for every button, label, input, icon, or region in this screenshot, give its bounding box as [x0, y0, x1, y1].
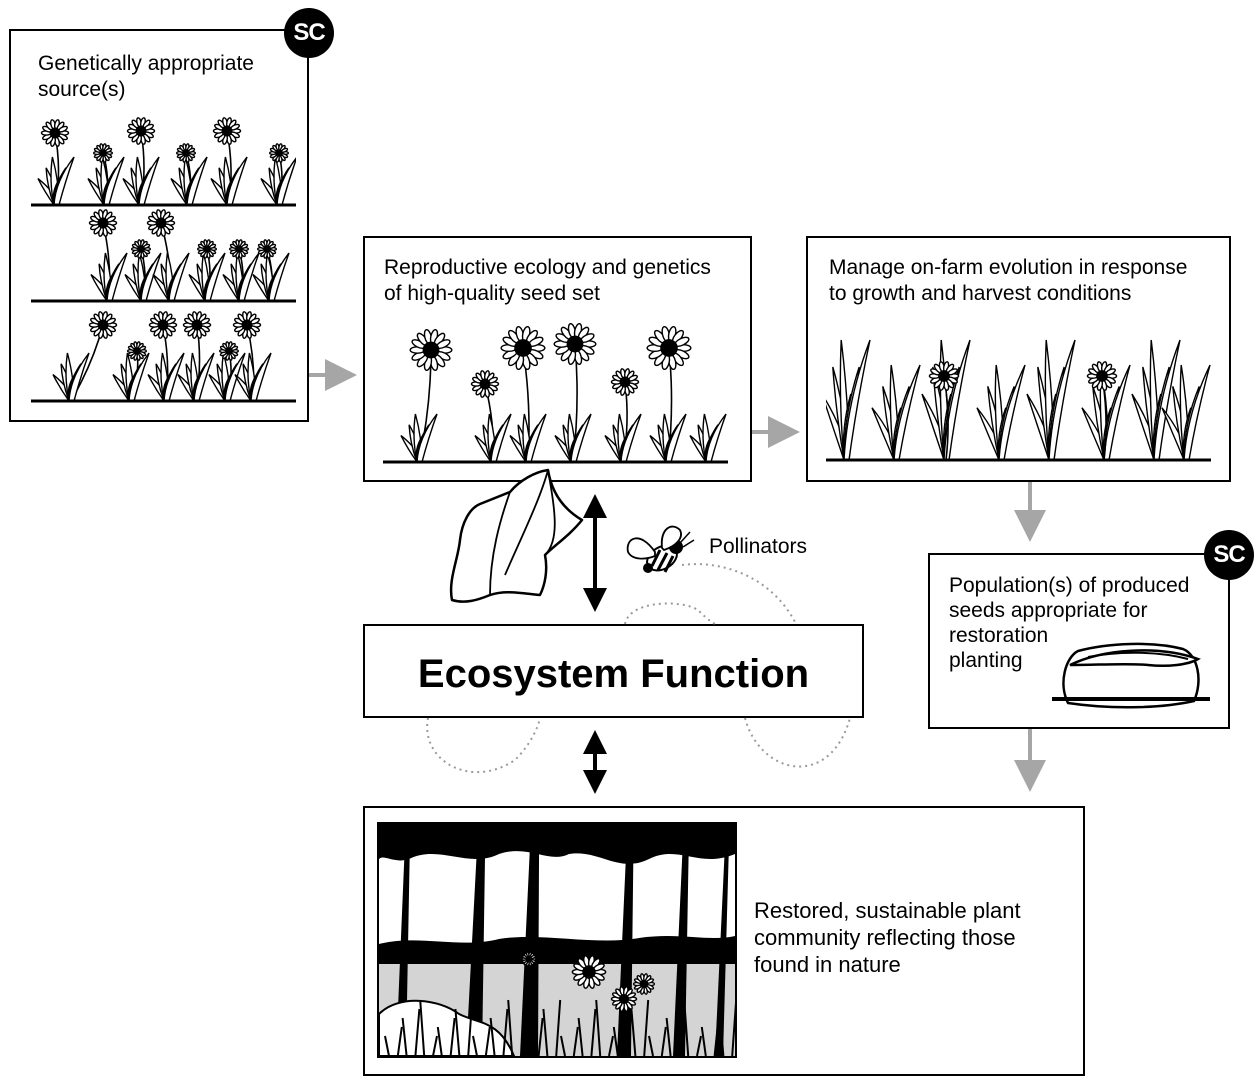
- manage-label-line1: Manage on-farm evolution in response: [829, 256, 1188, 279]
- source-plant-rows: [31, 117, 296, 403]
- leaf-clump: [170, 156, 208, 206]
- leaf-clump: [509, 413, 547, 463]
- flower-plant-icon: [409, 328, 453, 372]
- flower-plant-icon: [256, 239, 278, 259]
- repro-label-line2: of high-quality seed set: [384, 282, 600, 305]
- flower-plant-icon: [146, 209, 176, 237]
- leaf-clump: [260, 156, 296, 206]
- manage-plant-row: [826, 339, 1211, 462]
- flower-plant-icon: [148, 311, 178, 339]
- leaf-clump: [87, 156, 125, 206]
- population-label-line1: Population(s) of produced: [949, 574, 1190, 597]
- leaf-clump: [1161, 364, 1211, 461]
- seed-sack-icon: [1052, 642, 1210, 709]
- population-label-line2: seeds appropriate for: [949, 599, 1148, 622]
- dotted-path-upper: [624, 563, 796, 625]
- sc-badge-population: SC: [1204, 530, 1254, 580]
- restored-label-line3: found in nature: [754, 952, 901, 977]
- flower-plant-icon: [92, 143, 114, 163]
- repro-plant-row: [383, 322, 728, 464]
- population-label-line4: planting: [949, 649, 1023, 672]
- leaf-clump: [112, 352, 150, 402]
- leaf-clump: [147, 352, 185, 402]
- flower-plant-icon: [232, 311, 262, 339]
- leaf-clump: [1081, 364, 1131, 461]
- leaf-clump: [90, 252, 128, 302]
- flower-plant-icon: [500, 325, 546, 371]
- dotted-path-lower: [426, 717, 851, 774]
- flower-plant-icon: [40, 119, 70, 147]
- leaf-clump: [188, 252, 226, 302]
- leaf-clump: [210, 156, 248, 206]
- leaf-clump: [604, 413, 642, 463]
- flower-plant-icon: [88, 311, 118, 339]
- leaf-clump: [124, 252, 162, 302]
- leaf-clump: [1131, 339, 1181, 461]
- manage-label-line2: to growth and harvest conditions: [829, 282, 1132, 305]
- leaf-clump: [649, 413, 687, 463]
- manage-box: Manage on-farm evolution in response to …: [806, 236, 1231, 482]
- sc-badge-text: SC: [293, 19, 325, 46]
- flower-plant-icon: [928, 361, 960, 391]
- leaf-clump: [976, 364, 1026, 461]
- pollinators-label: Pollinators: [709, 535, 808, 558]
- flower-plant-icon: [1086, 361, 1118, 391]
- flower-plant-icon: [126, 341, 148, 361]
- forest-scene-icon: [377, 822, 737, 1058]
- flower-plant-icon: [646, 325, 692, 371]
- leaf-clump: [921, 339, 971, 461]
- population-box: Population(s) of produced seeds appropri…: [928, 553, 1230, 729]
- flower-plant-icon: [126, 117, 156, 145]
- flower-plant-icon: [553, 322, 597, 366]
- flower-plant-icon: [212, 117, 242, 145]
- leaf-clump: [234, 352, 272, 402]
- restored-label-line2: community reflecting those: [754, 925, 1016, 950]
- flower-plant-icon: [182, 311, 212, 339]
- restored-box: Restored, sustainable plant community re…: [363, 806, 1085, 1076]
- bat-icon: [449, 468, 584, 603]
- repro-label-line1: Reproductive ecology and genetics: [384, 256, 711, 279]
- source-box: Genetically appropriate source(s): [9, 29, 309, 422]
- flower-plant-icon: [196, 239, 218, 259]
- leaf-clump: [689, 413, 727, 463]
- flower-plant-icon: [268, 143, 290, 163]
- leaf-clump: [252, 252, 290, 302]
- leaf-clump: [474, 413, 512, 463]
- population-label-line3: restoration: [949, 624, 1049, 647]
- leaf-clump: [554, 413, 592, 463]
- flower-plant-icon: [228, 239, 250, 259]
- leaf-clump: [1026, 339, 1076, 461]
- leaf-clump: [37, 156, 75, 206]
- ecosystem-box: Ecosystem Function: [363, 624, 864, 718]
- leaf-clump: [208, 352, 246, 402]
- leaf-clump: [52, 352, 90, 402]
- source-label-line2: source(s): [38, 78, 126, 101]
- flower-plant-icon: [610, 986, 638, 1012]
- leaf-clump: [400, 413, 438, 463]
- flower-plant-icon: [610, 368, 640, 396]
- leaf-clump: [826, 339, 871, 461]
- ecosystem-title: Ecosystem Function: [417, 652, 810, 696]
- flower-plant-icon: [632, 973, 656, 995]
- sc-badge-source: SC: [284, 8, 334, 58]
- flower-plant-icon: [130, 239, 152, 259]
- sc-badge-text: SC: [1213, 541, 1245, 568]
- leaf-clump: [871, 364, 921, 461]
- flower-plant-icon: [521, 951, 537, 967]
- flower-plant-icon: [218, 341, 240, 361]
- flower-plant-icon: [175, 143, 197, 163]
- leaf-clump: [177, 352, 215, 402]
- source-label-line1: Genetically appropriate: [38, 52, 254, 75]
- bee-icon: [626, 525, 695, 573]
- flower-plant-icon: [470, 370, 500, 398]
- repro-box: Reproductive ecology and genetics of hig…: [363, 236, 752, 482]
- flower-plant-icon: [88, 209, 118, 237]
- leaf-clump: [152, 252, 190, 302]
- leaf-clump: [122, 156, 160, 206]
- restored-label-line1: Restored, sustainable plant: [754, 898, 1021, 923]
- flower-plant-icon: [571, 955, 607, 989]
